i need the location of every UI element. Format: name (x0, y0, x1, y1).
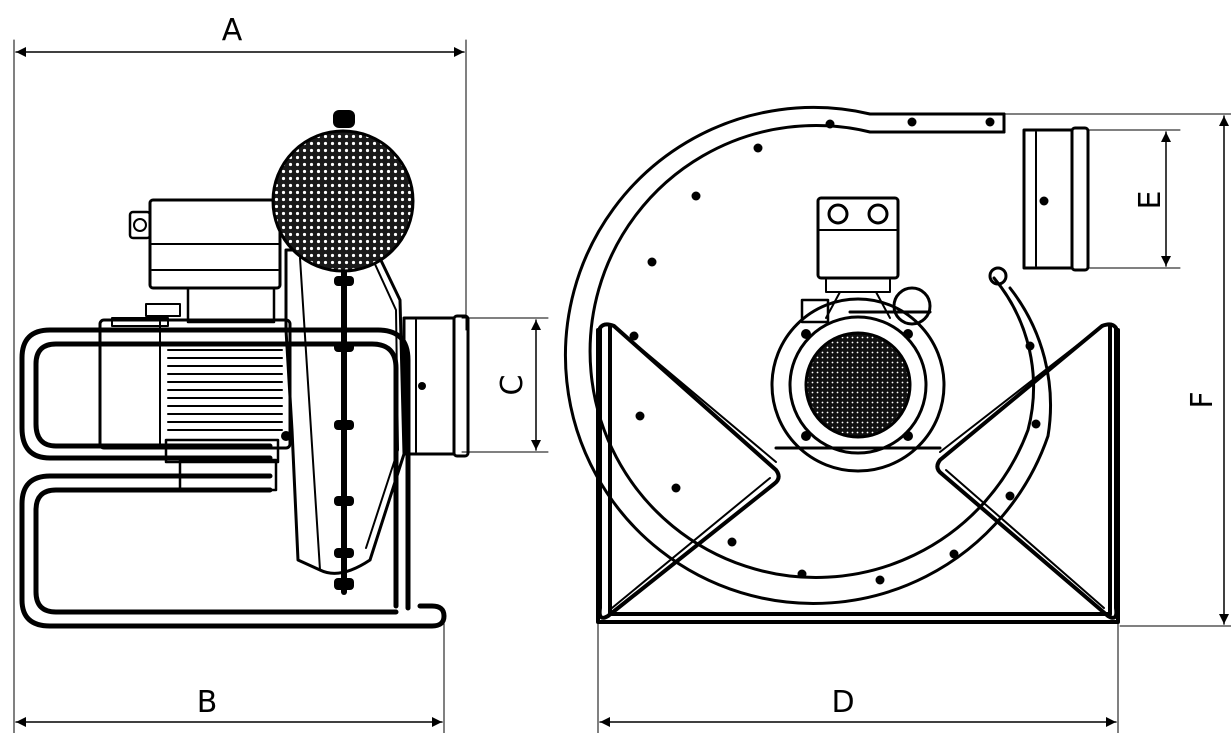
inlet-mesh-guard (271, 110, 415, 273)
side-view: A B C (13, 13, 549, 733)
front-view: D E F (563, 106, 1231, 733)
dimension-f: F (1003, 113, 1231, 627)
motor (98, 317, 292, 492)
dimension-label-a: A (222, 13, 243, 48)
dimension-c: C (461, 317, 549, 453)
dimension-b: B (15, 619, 445, 733)
dimension-e: E (1087, 129, 1181, 269)
volute-bolts (629, 117, 1041, 585)
outlet-duct (1022, 126, 1090, 272)
cross-braced-stand (596, 322, 1120, 624)
housing-bolts (334, 276, 354, 590)
front-terminal-box (800, 196, 932, 326)
dimension-a: A (13, 13, 467, 733)
motor-flange (770, 297, 946, 473)
volute-housing (563, 106, 1052, 605)
fan-housing (281, 248, 406, 595)
dimension-label-f: F (1185, 391, 1220, 408)
dimension-label-c: C (495, 375, 530, 396)
dimension-label-b: B (197, 685, 218, 720)
outlet-flange (402, 314, 470, 458)
terminal-box (128, 198, 282, 324)
dimension-d: D (597, 619, 1119, 733)
dimension-label-e: E (1133, 191, 1168, 210)
motor-cooling-fins (167, 349, 283, 431)
dimension-label-d: D (831, 685, 854, 720)
